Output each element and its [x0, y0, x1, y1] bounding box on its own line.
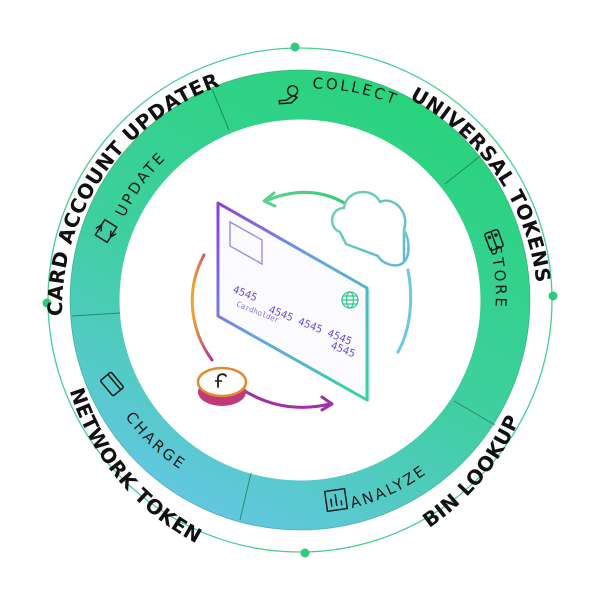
- cloud-icon: [331, 190, 410, 267]
- orbit-dot-top: [290, 42, 300, 52]
- coin-icon: [196, 366, 248, 406]
- center-illustration: 4545 4545 4545 4545 Cardholder 4545: [190, 190, 413, 412]
- ring-outline-inner: [119, 119, 481, 481]
- ring-dividers: [71, 88, 496, 521]
- orbit-dot-bottom: [300, 548, 310, 558]
- lifecycle-ring: [70, 70, 530, 530]
- card-chip: [229, 220, 263, 266]
- arrow-right: [396, 268, 413, 354]
- arrow-bottom-head: [320, 395, 334, 412]
- arrow-top-head: [262, 191, 277, 208]
- credit-card-icon: [100, 371, 124, 397]
- hand-coin-icon: [278, 84, 299, 105]
- arrow-left: [190, 253, 214, 362]
- storage-box-icon: [484, 228, 504, 252]
- card-body: [216, 201, 369, 402]
- orbit-dot-right: [548, 291, 558, 301]
- ring-outline-outer: [69, 69, 531, 531]
- globe-icon: [341, 291, 359, 309]
- bar-chart-icon: [323, 487, 349, 513]
- refresh-arrows-icon: [94, 218, 118, 244]
- arrow-bottom: [238, 386, 332, 409]
- orbit-dot-left: [42, 298, 52, 308]
